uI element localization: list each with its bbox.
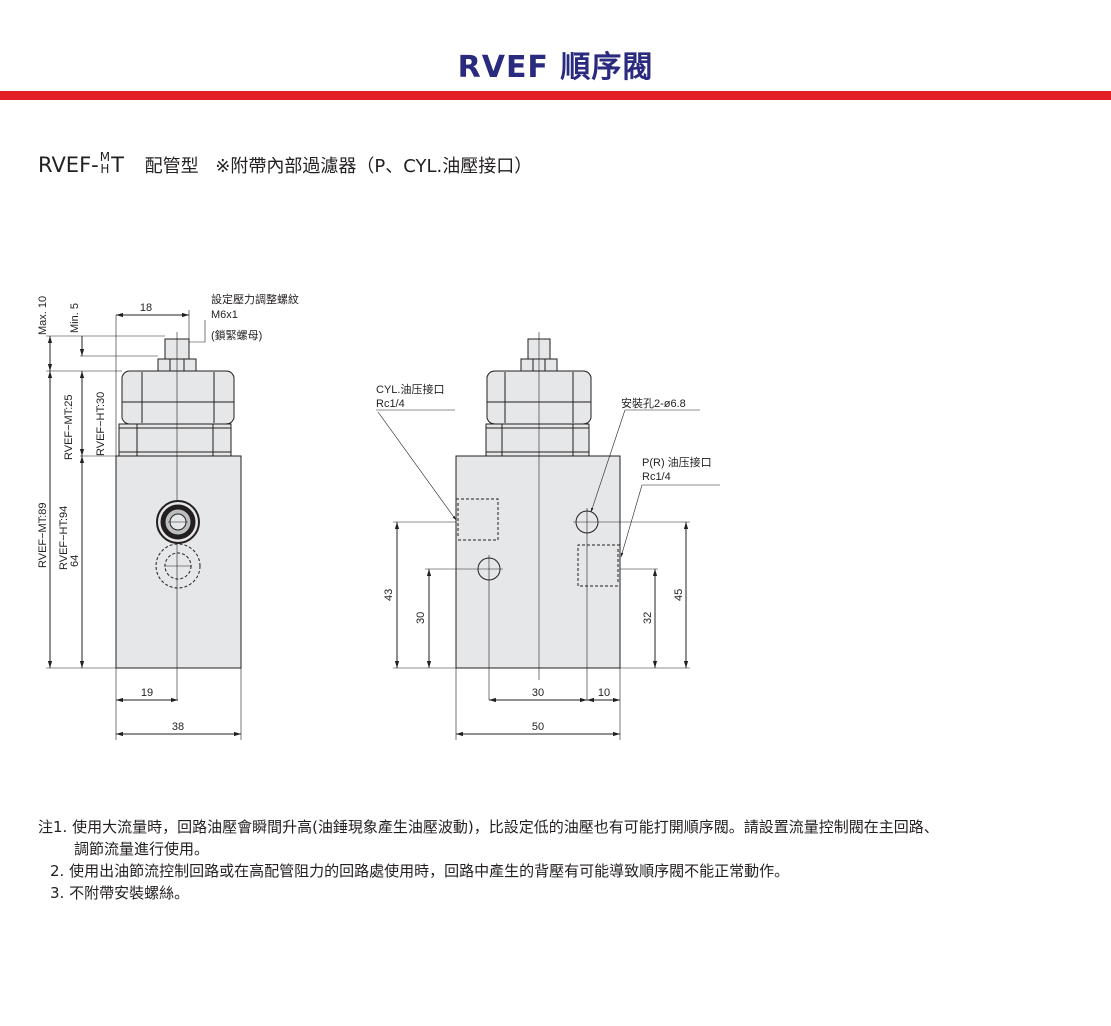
left-view [46,310,242,740]
screw-label-3: (鎖緊螺母) [211,328,262,342]
cyl-label-2: Rc1/4 [376,398,405,410]
dim-ht-total: RVEF−HT:94 [58,506,70,570]
note-3: 3. 不附帶安裝螺絲。 [50,884,190,902]
right-lower-nut [485,423,590,457]
dim-30-left: 30 [415,612,427,624]
dim-min: Min. 5 [69,303,81,333]
header-divider [0,91,1111,100]
dim-10: 10 [598,687,610,699]
dim-ht-head: RVEF−HT:30 [95,392,107,456]
mount-label: 安裝孔2-ø6.8 [621,396,686,410]
right-view [376,332,720,740]
screw-label-1: 設定壓力調整螺紋 [211,292,299,306]
left-view-labels: 設定壓力調整螺紋 M6x1 (鎖緊螺母) 18 Max. 10 Min. 5 R… [37,292,299,733]
left-valve-body [115,455,242,669]
right-view-labels: CYL.油压接口 Rc1/4 安裝孔2-ø6.8 P(R) 油压接口 Rc1/4… [376,382,712,733]
dim-bottom-width: 38 [172,721,184,733]
page-title: RVEF 順序閥 [457,50,654,85]
note-1: 注1. 使用大流量時，回路油壓會瞬間升高(油錘現象產生油壓波動)，比設定低的油壓… [38,818,939,836]
p-label-2: Rc1/4 [642,471,671,483]
model-note: ※附帶內部過濾器（P、CYL.油壓接口） [215,156,533,177]
cyl-label-1: CYL.油压接口 [376,382,444,396]
dim-body: 64 [69,555,81,567]
left-lower-nut [118,423,232,457]
dim-bottom-half: 19 [141,687,153,699]
right-hidden-p-port [577,544,620,587]
dim-mt-head: RVEF−MT:25 [63,394,75,460]
dim-top-width: 18 [140,302,152,314]
p-label-1: P(R) 油压接口 [642,455,712,469]
dim-50: 50 [532,721,544,733]
notes-section: 注1. 使用大流量時，回路油壓會瞬間升高(油錘現象產生油壓波動)，比設定低的油壓… [38,816,939,904]
screw-label-2: M6x1 [211,309,238,321]
dim-30-bottom: 30 [532,687,544,699]
right-hidden-cyl-port [456,498,499,541]
dim-43: 43 [383,589,395,601]
dim-max: Max. 10 [37,296,49,335]
dim-32: 32 [642,612,654,624]
left-hidden-port [155,543,201,589]
technical-drawing: 設定壓力調整螺紋 M6x1 (鎖緊螺母) 18 Max. 10 Min. 5 R… [37,292,720,740]
dim-45: 45 [673,589,685,601]
model-type-label: 配管型 [144,156,199,177]
left-upper-cap [121,370,235,425]
note-2: 2. 使用出油節流控制回路或在高配管阻力的回路處使用時，回路中產生的背壓有可能導… [50,862,790,880]
dim-mt-total: RVEF−MT:89 [37,502,49,568]
note-1-continued: 調節流量進行使用。 [74,840,210,858]
